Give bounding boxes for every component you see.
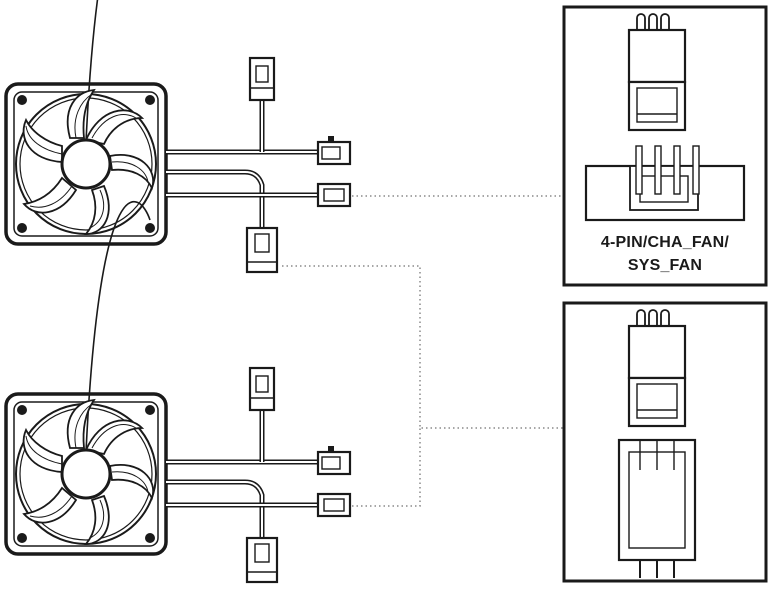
connector-bottom-side-female (316, 446, 352, 476)
four-pin-header-icon (584, 145, 746, 222)
fan-plug-icon (627, 13, 687, 132)
connector-bottom-upper-plug (248, 366, 276, 412)
header-panel-motherboard (562, 5, 768, 287)
connector-top-upper-plug (248, 56, 276, 102)
female-socket-icon (617, 438, 697, 578)
connector-bottom-side-plug (316, 492, 352, 518)
connector-top-lower-plug (245, 226, 279, 274)
header-label-line2: SYS_FAN (627, 257, 703, 274)
fan-plug-icon (627, 309, 687, 428)
cable-harness-top (166, 100, 320, 228)
dotted-connection-lines (282, 195, 564, 507)
fan-top (4, 0, 168, 246)
header-panel-fan-extension (562, 301, 768, 583)
header-label-line1: 4-PIN/CHA_FAN/ (600, 234, 730, 251)
cable-harness-bottom (166, 410, 320, 538)
fan-bottom (4, 199, 168, 556)
connector-top-side-female (316, 136, 352, 166)
connector-bottom-lower-plug (245, 536, 279, 584)
connector-top-side-plug (316, 182, 352, 208)
